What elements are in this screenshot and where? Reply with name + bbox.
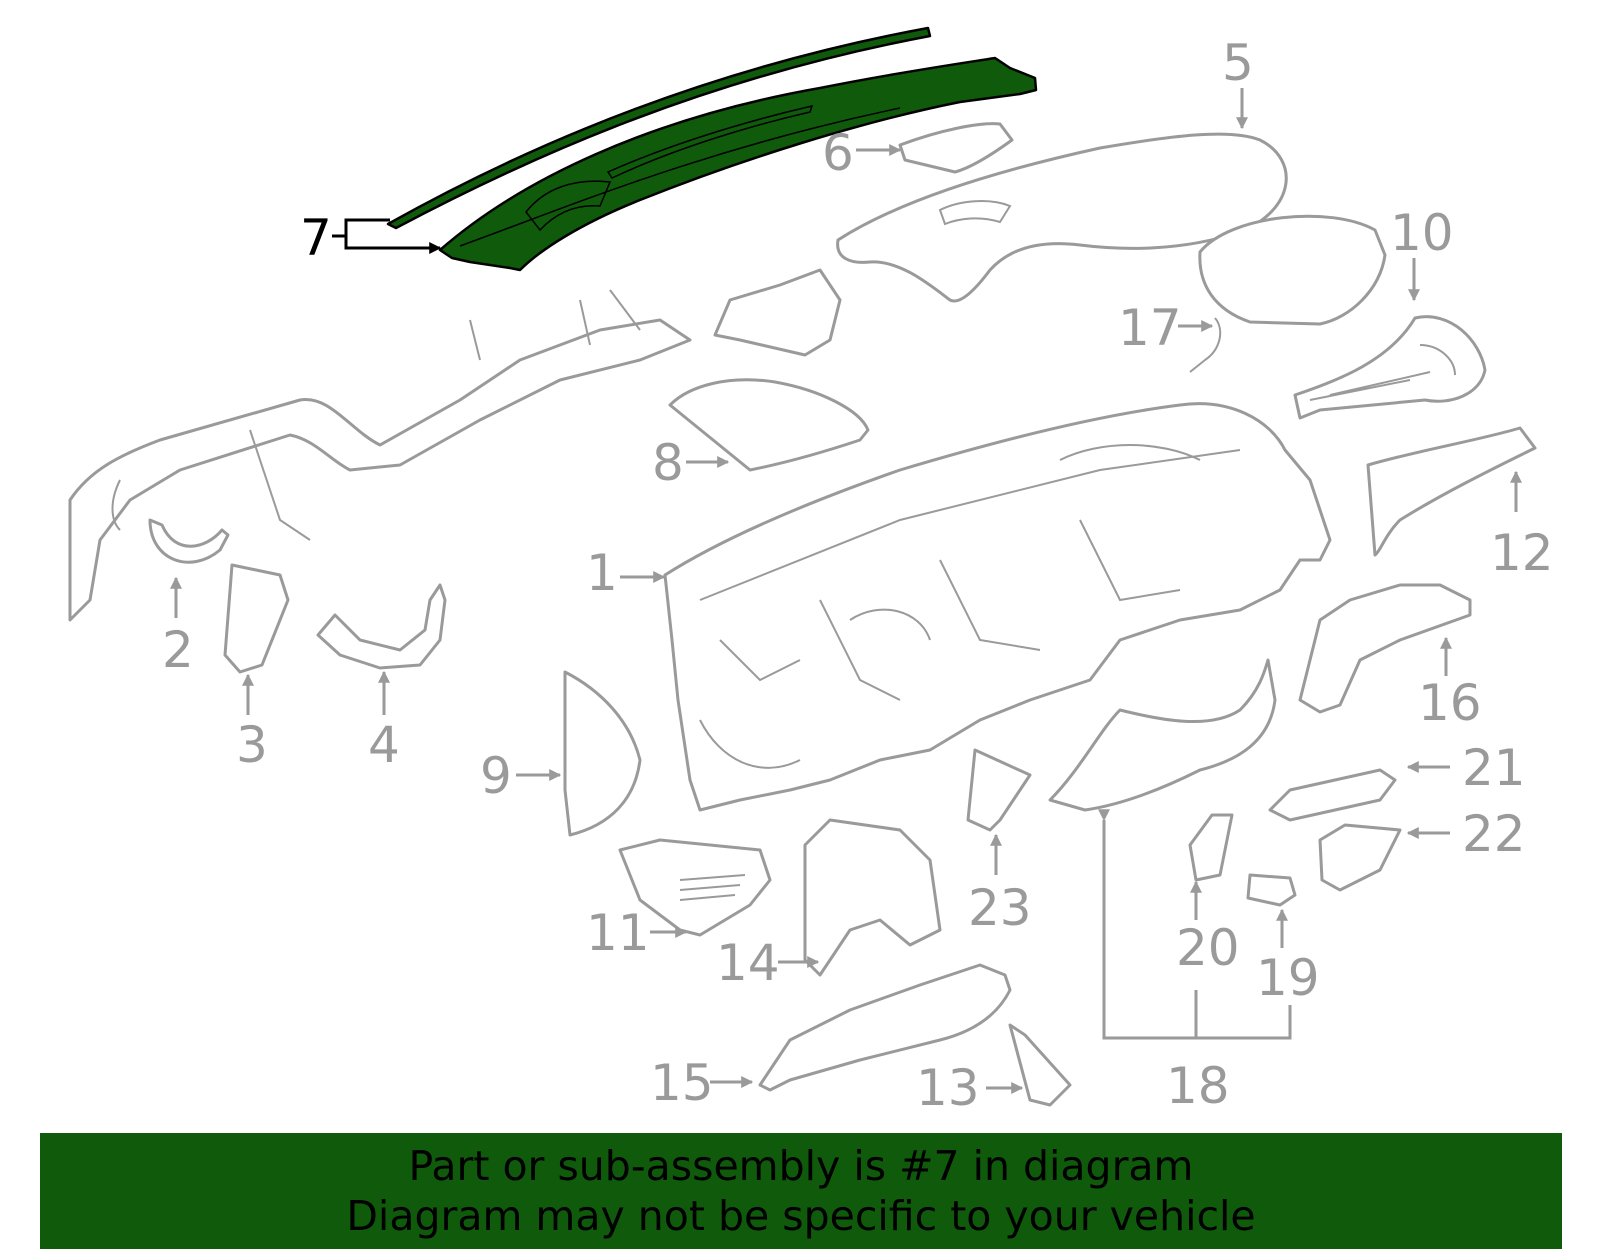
callout-3: 3 (236, 716, 268, 774)
part-6-grille (898, 122, 1014, 174)
banner-line-disclaimer: Diagram may not be specific to your vehi… (346, 1192, 1256, 1240)
part-17-harness (1189, 317, 1222, 373)
callout-15: 15 (650, 1054, 714, 1112)
part-7-vent-opening (525, 180, 612, 232)
part-7-vent-slot (606, 104, 814, 179)
part-7-highlighted[interactable] (386, 26, 1038, 272)
part-21-switch-strip (1268, 768, 1397, 822)
part-8-lid (668, 378, 870, 472)
callout-20: 20 (1176, 919, 1240, 977)
part-16-trim (1298, 583, 1472, 714)
part-14-column-cover (803, 818, 942, 977)
beam-detail (111, 289, 641, 541)
callout-18: 18 (1166, 1057, 1230, 1115)
callout-8: 8 (652, 434, 684, 492)
callout-21: 21 (1462, 739, 1526, 797)
part-23-panel (966, 748, 1032, 832)
callout-1: 1 (586, 544, 618, 602)
callout-17: 17 (1118, 299, 1182, 357)
part-7-edge (459, 107, 901, 247)
info-banner: Part or sub-assembly is #7 in diagram Di… (40, 1133, 1562, 1249)
part-5-dash-pad (836, 132, 1288, 303)
callout-13: 13 (916, 1059, 980, 1117)
callout-2: 2 (162, 621, 194, 679)
cross-car-beam (68, 318, 692, 622)
part-9-side-cover (563, 670, 642, 837)
callout-12: 12 (1490, 524, 1554, 582)
callout-22: 22 (1462, 805, 1526, 863)
part-3-bracket (223, 563, 290, 674)
part-13-trim (1008, 1023, 1072, 1107)
part-5-side-bracket (713, 268, 842, 357)
callout-19: 19 (1256, 949, 1320, 1007)
part-1-instrument-panel (663, 402, 1332, 812)
callout-9: 9 (480, 747, 512, 805)
callout-18-bracket (1104, 820, 1292, 1040)
part-11-center-bezel (618, 838, 772, 937)
part-17-airbag (1198, 214, 1387, 326)
part-19-knob (1246, 873, 1297, 907)
callout-7: 7 (300, 209, 332, 267)
callout-10: 10 (1390, 204, 1454, 262)
callout-6: 6 (822, 124, 854, 182)
callout-23: 23 (968, 879, 1032, 937)
part-11-vent-louvers (679, 874, 746, 901)
part-5-defrost-vent (938, 200, 1012, 226)
callout-16: 16 (1418, 674, 1482, 732)
callout-14: 14 (716, 934, 780, 992)
callout-4: 4 (368, 716, 400, 774)
callout-11: 11 (586, 904, 650, 962)
callout-5: 5 (1222, 34, 1254, 92)
banner-line-part: Part or sub-assembly is #7 in diagram (408, 1142, 1194, 1190)
part-10-louvers (1309, 344, 1456, 401)
part-12-trim (1366, 426, 1537, 557)
part-4-bracket (316, 583, 447, 670)
part-20-switch (1188, 813, 1234, 882)
part-18-bolster (1048, 658, 1277, 812)
part-2-bracket (148, 518, 230, 564)
part-7-strip (386, 26, 932, 230)
part-1-detail (699, 444, 1241, 769)
callout-7-leader (332, 218, 440, 248)
part-10-vent-panel (1293, 315, 1487, 420)
part-22-switch (1318, 823, 1402, 892)
part-15-lower-trim (758, 963, 1012, 1092)
